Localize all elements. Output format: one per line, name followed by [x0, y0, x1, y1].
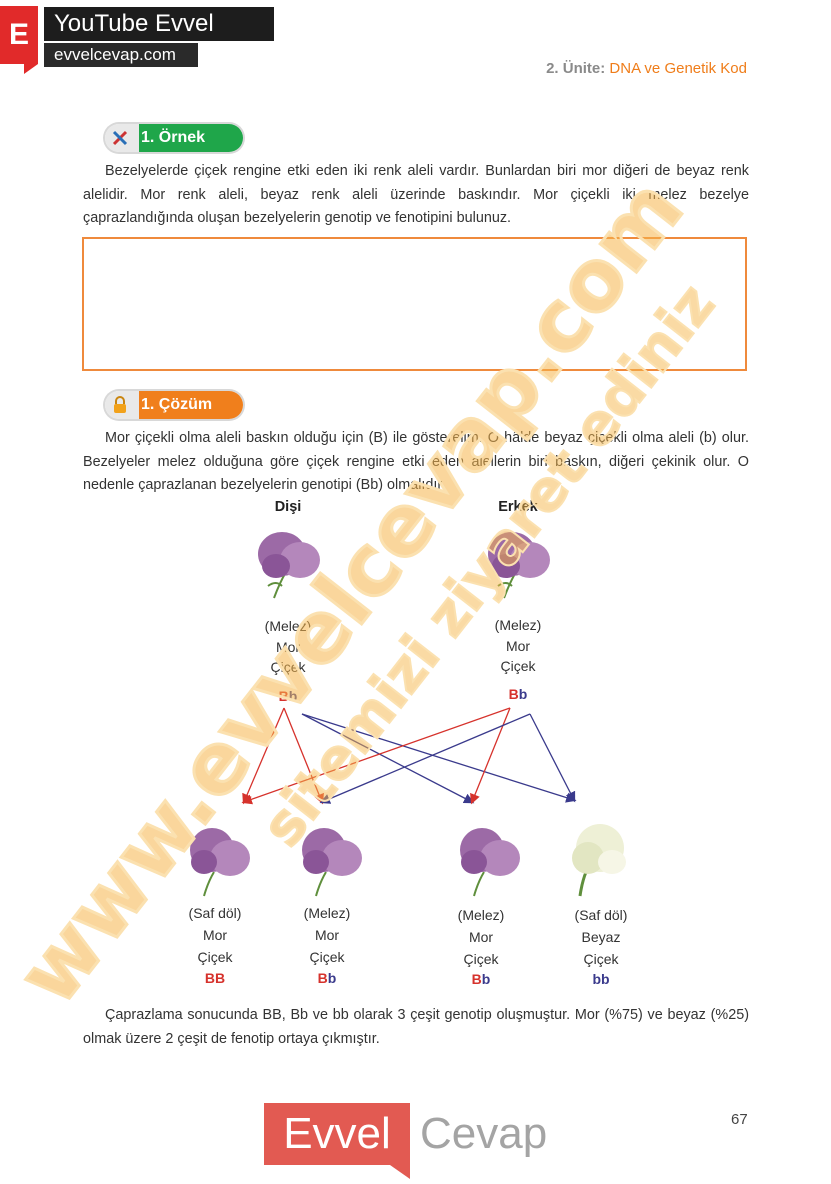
female-genotype: Bb: [278, 688, 298, 704]
tools-icon: [107, 125, 133, 151]
offspring-4-genotype: bb: [592, 971, 610, 987]
unit-header: 2. Ünite: DNA ve Genetik Kod: [546, 60, 747, 77]
example-text: Bezelyelerde çiçek rengine etki eden iki…: [83, 163, 749, 226]
female-title: Dişi: [274, 499, 302, 515]
arrow-male-b-to-4: [529, 713, 576, 803]
offspring-3-flower-image: [460, 828, 520, 897]
unit-prefix: 2. Ünite:: [546, 60, 606, 77]
offspring-4-flower-image: [572, 824, 626, 897]
solution-pill: 1. Çözüm: [105, 391, 243, 419]
solution-label: 1. Çözüm: [141, 396, 213, 413]
offspring-1-genotype: BB: [204, 970, 226, 986]
lock-icon: [107, 392, 133, 418]
footer-logo-evvel: Evvel: [264, 1103, 410, 1179]
arrow-male-b-to-2: [319, 713, 531, 804]
brand-logo-letter: E: [0, 6, 38, 74]
footer-logo-cevap: Cevap: [420, 1109, 548, 1158]
example-pill: 1. Örnek: [105, 124, 243, 152]
female-flower-image: [258, 532, 320, 599]
arrow-male-B-to-3: [470, 707, 511, 805]
offspring-2-flower-image: [302, 828, 362, 897]
offspring-1-flower-image: [190, 828, 250, 897]
solution-text: Mor çiçekli olma aleli baskın olduğu içi…: [83, 430, 749, 493]
male-genotype: Bb: [508, 686, 528, 702]
offspring-3-genotype: Bb: [471, 971, 491, 987]
arrow-female-b-to-3: [301, 713, 475, 804]
offspring-2-genotype: Bb: [317, 970, 337, 986]
page-number: 67: [731, 1111, 748, 1128]
arrow-male-B-to-1: [241, 707, 511, 805]
male-flower-image: [488, 532, 550, 599]
brand-site-label[interactable]: evvelcevap.com: [44, 43, 198, 67]
arrow-female-b-to-4: [301, 713, 577, 803]
male-title: Erkek: [498, 499, 538, 515]
unit-title: DNA ve Genetik Kod: [609, 60, 747, 77]
arrow-female-B-to-2: [283, 707, 324, 805]
arrow-female-B-to-1: [242, 707, 285, 805]
example-label: 1. Örnek: [141, 129, 206, 146]
answer-box[interactable]: [82, 237, 747, 371]
conclusion-text: Çaprazlama sonucunda BB, Bb ve bb olarak…: [83, 1007, 749, 1047]
